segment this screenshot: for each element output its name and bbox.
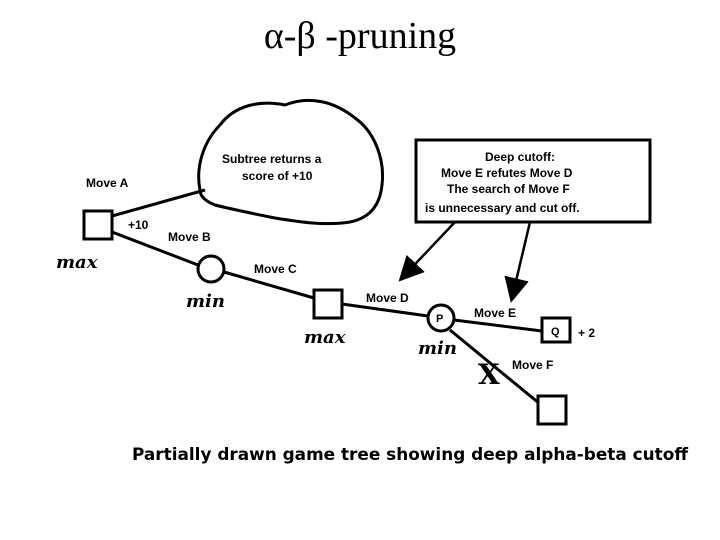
label-move-c: Move C bbox=[254, 262, 297, 276]
max-node-c bbox=[312, 288, 344, 320]
handwritten-max-2: max bbox=[304, 327, 346, 348]
label-move-b: Move B bbox=[168, 230, 211, 244]
node-q bbox=[540, 316, 572, 344]
node-q-label: Q bbox=[551, 326, 560, 338]
edge-root-to-cloud bbox=[111, 188, 206, 218]
subtree-cloud bbox=[197, 98, 385, 226]
node-f bbox=[536, 394, 568, 426]
node-q-score: + 2 bbox=[578, 326, 595, 340]
label-move-e: Move E bbox=[474, 306, 516, 320]
edge-p-to-q bbox=[453, 318, 543, 333]
diagram-caption: Partially drawn game tree showing deep a… bbox=[132, 445, 688, 465]
arrow-to-move-e bbox=[504, 221, 532, 303]
arrow-to-move-d bbox=[398, 221, 456, 282]
edge-p-to-f bbox=[449, 328, 541, 406]
handwritten-min-2: min bbox=[418, 338, 457, 359]
edge-max-to-p bbox=[341, 302, 429, 318]
label-move-f: Move F bbox=[512, 358, 553, 372]
label-move-a: Move A bbox=[86, 176, 129, 190]
min-node-b bbox=[196, 254, 226, 284]
slide-title: α-β -pruning bbox=[263, 15, 457, 57]
edge-root-to-min bbox=[111, 230, 199, 267]
note-line-3: The search of Move F bbox=[447, 182, 570, 196]
note-line-4: is unnecessary and cut off. bbox=[425, 201, 580, 215]
node-p-label: P bbox=[436, 313, 443, 325]
root-max-node bbox=[82, 209, 114, 241]
deep-cutoff-note-box bbox=[414, 138, 652, 224]
note-line-1: Deep cutoff: bbox=[485, 150, 555, 164]
cut-mark-x: X bbox=[478, 358, 500, 391]
node-p bbox=[426, 303, 456, 333]
note-line-2: Move E refutes Move D bbox=[441, 166, 573, 180]
cloud-text-line-2: score of +10 bbox=[242, 169, 313, 183]
handwritten-max-1: max bbox=[56, 252, 98, 273]
label-move-d: Move D bbox=[366, 291, 409, 305]
edge-min-to-max bbox=[223, 270, 315, 300]
label-plus-ten: +10 bbox=[128, 218, 149, 232]
handwritten-min-1: min bbox=[186, 291, 225, 312]
cloud-text-line-1: Subtree returns a bbox=[222, 152, 322, 166]
